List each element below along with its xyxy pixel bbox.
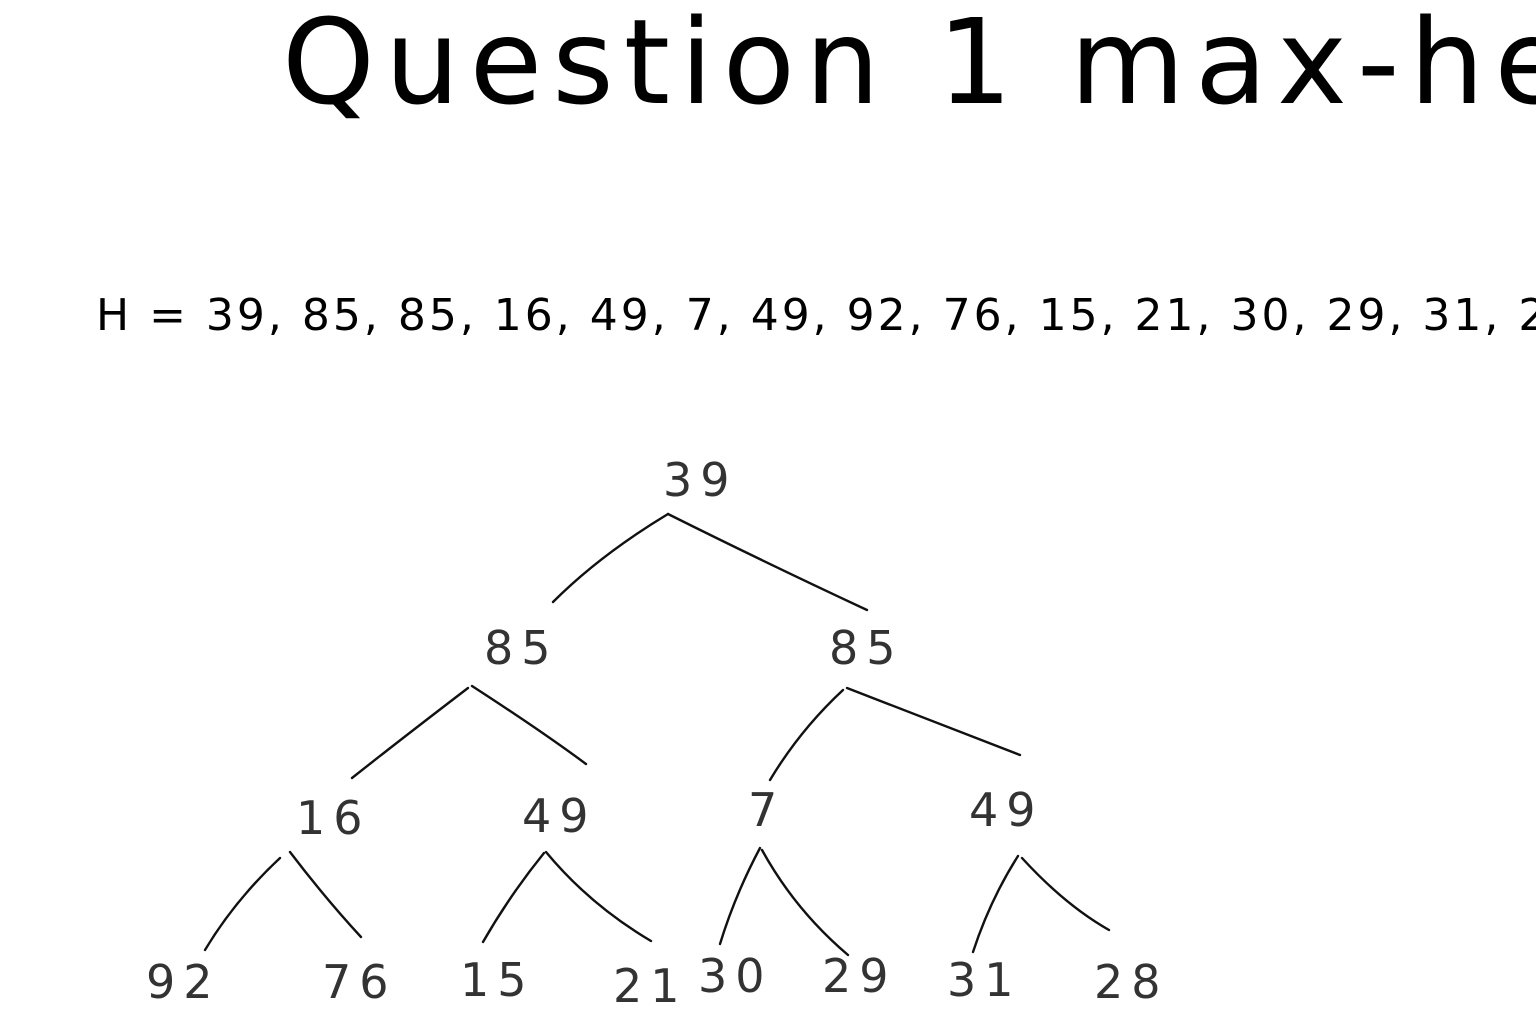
edge-16-92 xyxy=(203,856,282,952)
heap-node: 85 xyxy=(829,621,904,675)
heap-node: 85 xyxy=(484,621,559,675)
tree-edges xyxy=(203,512,1111,957)
heap-node: 7 xyxy=(748,783,785,837)
edge-49-28 xyxy=(1020,856,1111,932)
tree-nodes: 39 85 85 16 49 7 49 92 76 15 21 30 29 31… xyxy=(146,453,1169,1013)
edge-39-85-right xyxy=(666,512,869,612)
heap-node: 39 xyxy=(663,453,738,507)
edge-49-15 xyxy=(481,851,546,944)
heap-node: 30 xyxy=(698,949,773,1003)
edge-85-16 xyxy=(350,686,470,780)
heap-node: 15 xyxy=(460,953,535,1007)
edge-85-49 xyxy=(470,684,588,766)
heap-node: 31 xyxy=(947,953,1022,1007)
edge-39-85-left xyxy=(551,512,670,604)
edge-49-21 xyxy=(544,850,653,943)
edge-7-29 xyxy=(760,848,850,957)
heap-node: 76 xyxy=(322,955,397,1009)
heap-node: 49 xyxy=(969,783,1044,837)
heap-node: 92 xyxy=(146,955,221,1009)
edge-85-7 xyxy=(768,688,845,782)
edge-49-31 xyxy=(971,854,1020,954)
edge-85-49-right xyxy=(845,686,1022,757)
edge-7-30 xyxy=(718,846,762,946)
page-title: Question 1 max-heap xyxy=(282,0,1536,131)
heap-node: 21 xyxy=(613,959,688,1013)
heap-node: 49 xyxy=(522,789,597,843)
heap-node: 28 xyxy=(1094,955,1169,1009)
heap-array-label: H = 39, 85, 85, 16, 49, 7, 49, 92, 76, 1… xyxy=(96,290,1536,341)
heap-node: 29 xyxy=(822,949,897,1003)
heap-node: 16 xyxy=(296,791,371,845)
edge-16-76 xyxy=(288,850,363,939)
